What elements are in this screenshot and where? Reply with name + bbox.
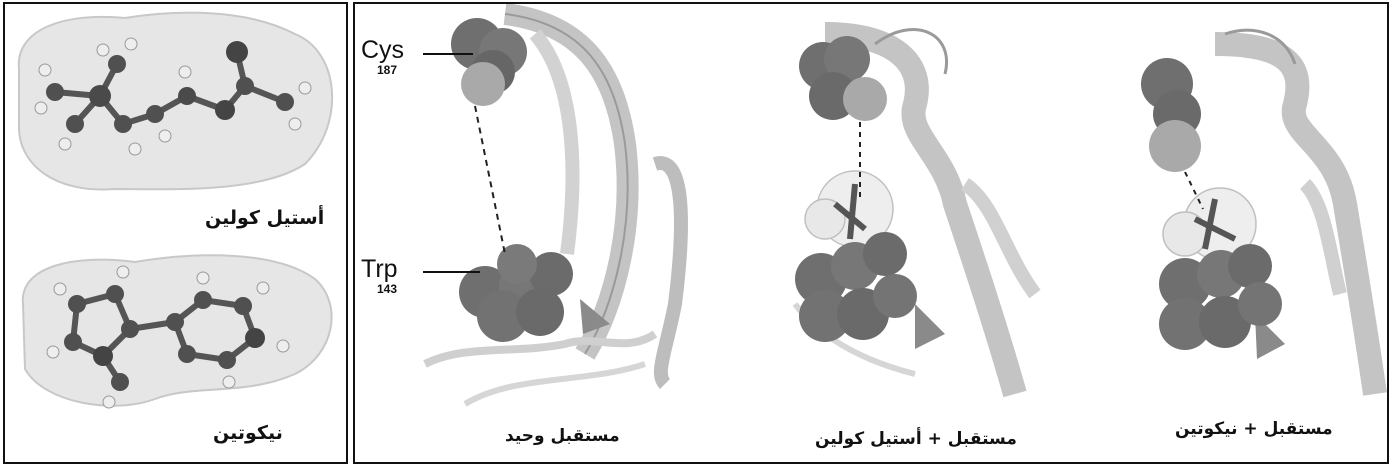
panel-label-receptor-alone: مستقبل وحيد — [505, 426, 620, 446]
trp-residue-label: Trp 143 — [361, 255, 398, 284]
panel-label-receptor-nicotine: مستقبل + نيكوتين — [1175, 419, 1333, 439]
trp-name: Trp — [361, 255, 398, 283]
cys-number: 187 — [377, 63, 397, 77]
ligand-structures-drawing — [5, 4, 346, 462]
receptor-binding-panel: Cys 187 Trp 143 مستقبل وحيد مستقبل + أست… — [353, 2, 1389, 464]
cys-name: Cys — [361, 36, 404, 64]
trp-number: 143 — [377, 282, 397, 296]
receptor-alone-structure — [425, 14, 681, 404]
receptor-binding-drawing — [355, 4, 1387, 462]
cys-residue-label: Cys 187 — [361, 36, 404, 65]
receptor-nicotine-structure — [1141, 30, 1375, 394]
nicotine-label: نيكوتين — [213, 422, 283, 444]
ligand-structures-panel: أستيل كولين نيكوتين — [3, 2, 348, 464]
panel-label-receptor-acetylcholine: مستقبل + أستيل كولين — [815, 429, 1017, 449]
acetylcholine-label: أستيل كولين — [205, 207, 324, 229]
receptor-acetylcholine-structure — [795, 30, 1035, 394]
